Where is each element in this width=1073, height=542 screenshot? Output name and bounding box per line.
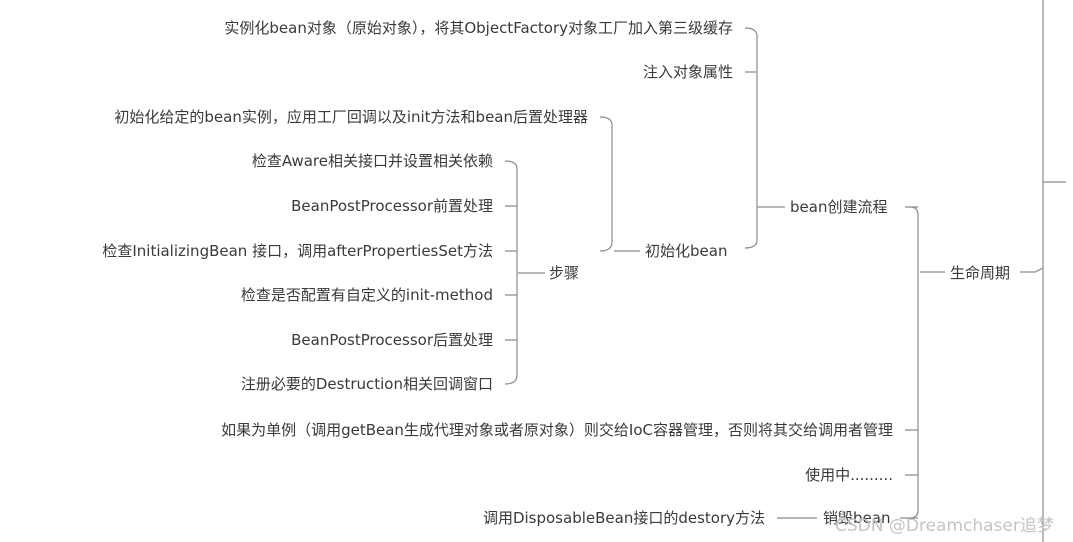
step-item[interactable]: 检查Aware相关接口并设置相关依赖: [251, 152, 493, 170]
node-lifecycle[interactable]: 生命周期: [950, 264, 1011, 282]
node-bean-creation[interactable]: bean创建流程: [790, 198, 888, 216]
node-inject-properties[interactable]: 注入对象属性: [642, 63, 733, 81]
node-init-desc[interactable]: 初始化给定的bean实例，应用工厂回调以及init方法和bean后置处理器: [114, 108, 588, 126]
node-destroy-bean[interactable]: 销毁bean: [823, 509, 891, 527]
connector-steps: [504, 160, 545, 385]
step-item[interactable]: 注册必要的Destruction相关回调窗口: [240, 375, 493, 393]
step-item[interactable]: BeanPostProcessor后置处理: [291, 331, 493, 349]
node-instantiate[interactable]: 实例化bean对象（原始对象），将其ObjectFactory对象工厂加入第三级…: [224, 19, 733, 37]
node-in-use[interactable]: 使用中.........: [805, 466, 893, 484]
step-item[interactable]: BeanPostProcessor前置处理: [291, 197, 493, 215]
node-destroy-desc[interactable]: 调用DisposableBean接口的destory方法: [482, 509, 765, 527]
step-item[interactable]: 检查是否配置有自定义的init-method: [240, 286, 493, 304]
connector-root-children: [900, 206, 945, 519]
node-singleton-management[interactable]: 如果为单例（调用getBean生成代理对象或者原对象）则交给IoC容器管理，否则…: [221, 421, 893, 439]
connector-init: [599, 116, 640, 252]
connector-root: [1020, 267, 1044, 273]
node-steps[interactable]: 步骤: [549, 264, 580, 282]
step-item[interactable]: 检查InitializingBean 接口，调用afterPropertiesS…: [102, 242, 493, 260]
connector-creation: [744, 27, 785, 249]
node-init-bean[interactable]: 初始化bean: [645, 242, 728, 260]
watermark: CSDN @Dreamchaser追梦: [835, 516, 1054, 536]
